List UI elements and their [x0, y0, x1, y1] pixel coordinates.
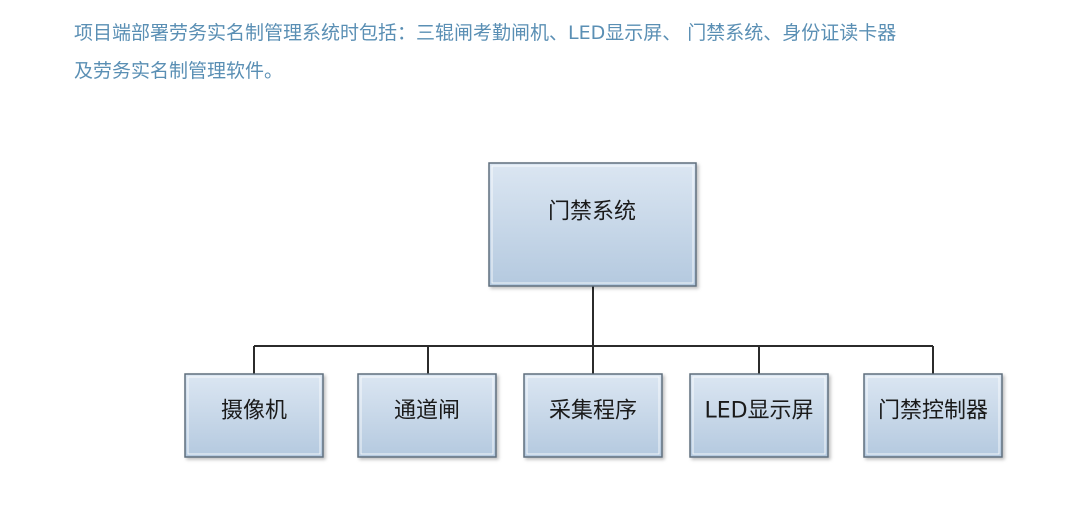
child-node-3-inner-border — [526, 376, 660, 455]
child-node-3-box — [523, 373, 663, 458]
child-node-2-box — [357, 373, 497, 458]
child-node-2 — [357, 373, 497, 458]
child-node-4-label: LED显示屏 — [704, 399, 813, 424]
root-node-box — [488, 162, 697, 287]
child-node-1 — [184, 373, 324, 458]
child-node-4 — [689, 373, 829, 458]
child-node-2-label: 通道闸 — [394, 399, 460, 424]
child-node-2-inner-border — [360, 376, 494, 455]
intro-paragraph: 项目端部署劳务实名制管理系统时包括：三辊闸考勤闸机、LED显示屏、 门禁系统、身… — [74, 14, 1064, 90]
intro-line-1: 项目端部署劳务实名制管理系统时包括：三辊闸考勤闸机、LED显示屏、 门禁系统、身… — [74, 22, 897, 44]
child-node-4-box — [689, 373, 829, 458]
child-node-1-box — [184, 373, 324, 458]
child-node-5-inner-border — [866, 376, 1000, 455]
root-node — [488, 162, 697, 287]
child-node-5 — [863, 373, 1003, 458]
connector-lines — [253, 286, 934, 374]
child-node-1-label: 摄像机 — [221, 399, 287, 424]
child-node-1-inner-border — [187, 376, 321, 455]
child-node-3 — [523, 373, 663, 458]
child-node-3-label: 采集程序 — [549, 399, 637, 424]
child-node-4-inner-border — [692, 376, 826, 455]
root-node-inner-border — [491, 165, 694, 284]
child-node-5-box — [863, 373, 1003, 458]
intro-line-2: 及劳务实名制管理软件。 — [74, 60, 284, 82]
root-node-label: 门禁系统 — [548, 200, 636, 225]
child-node-5-label: 门禁控制器 — [878, 399, 988, 424]
